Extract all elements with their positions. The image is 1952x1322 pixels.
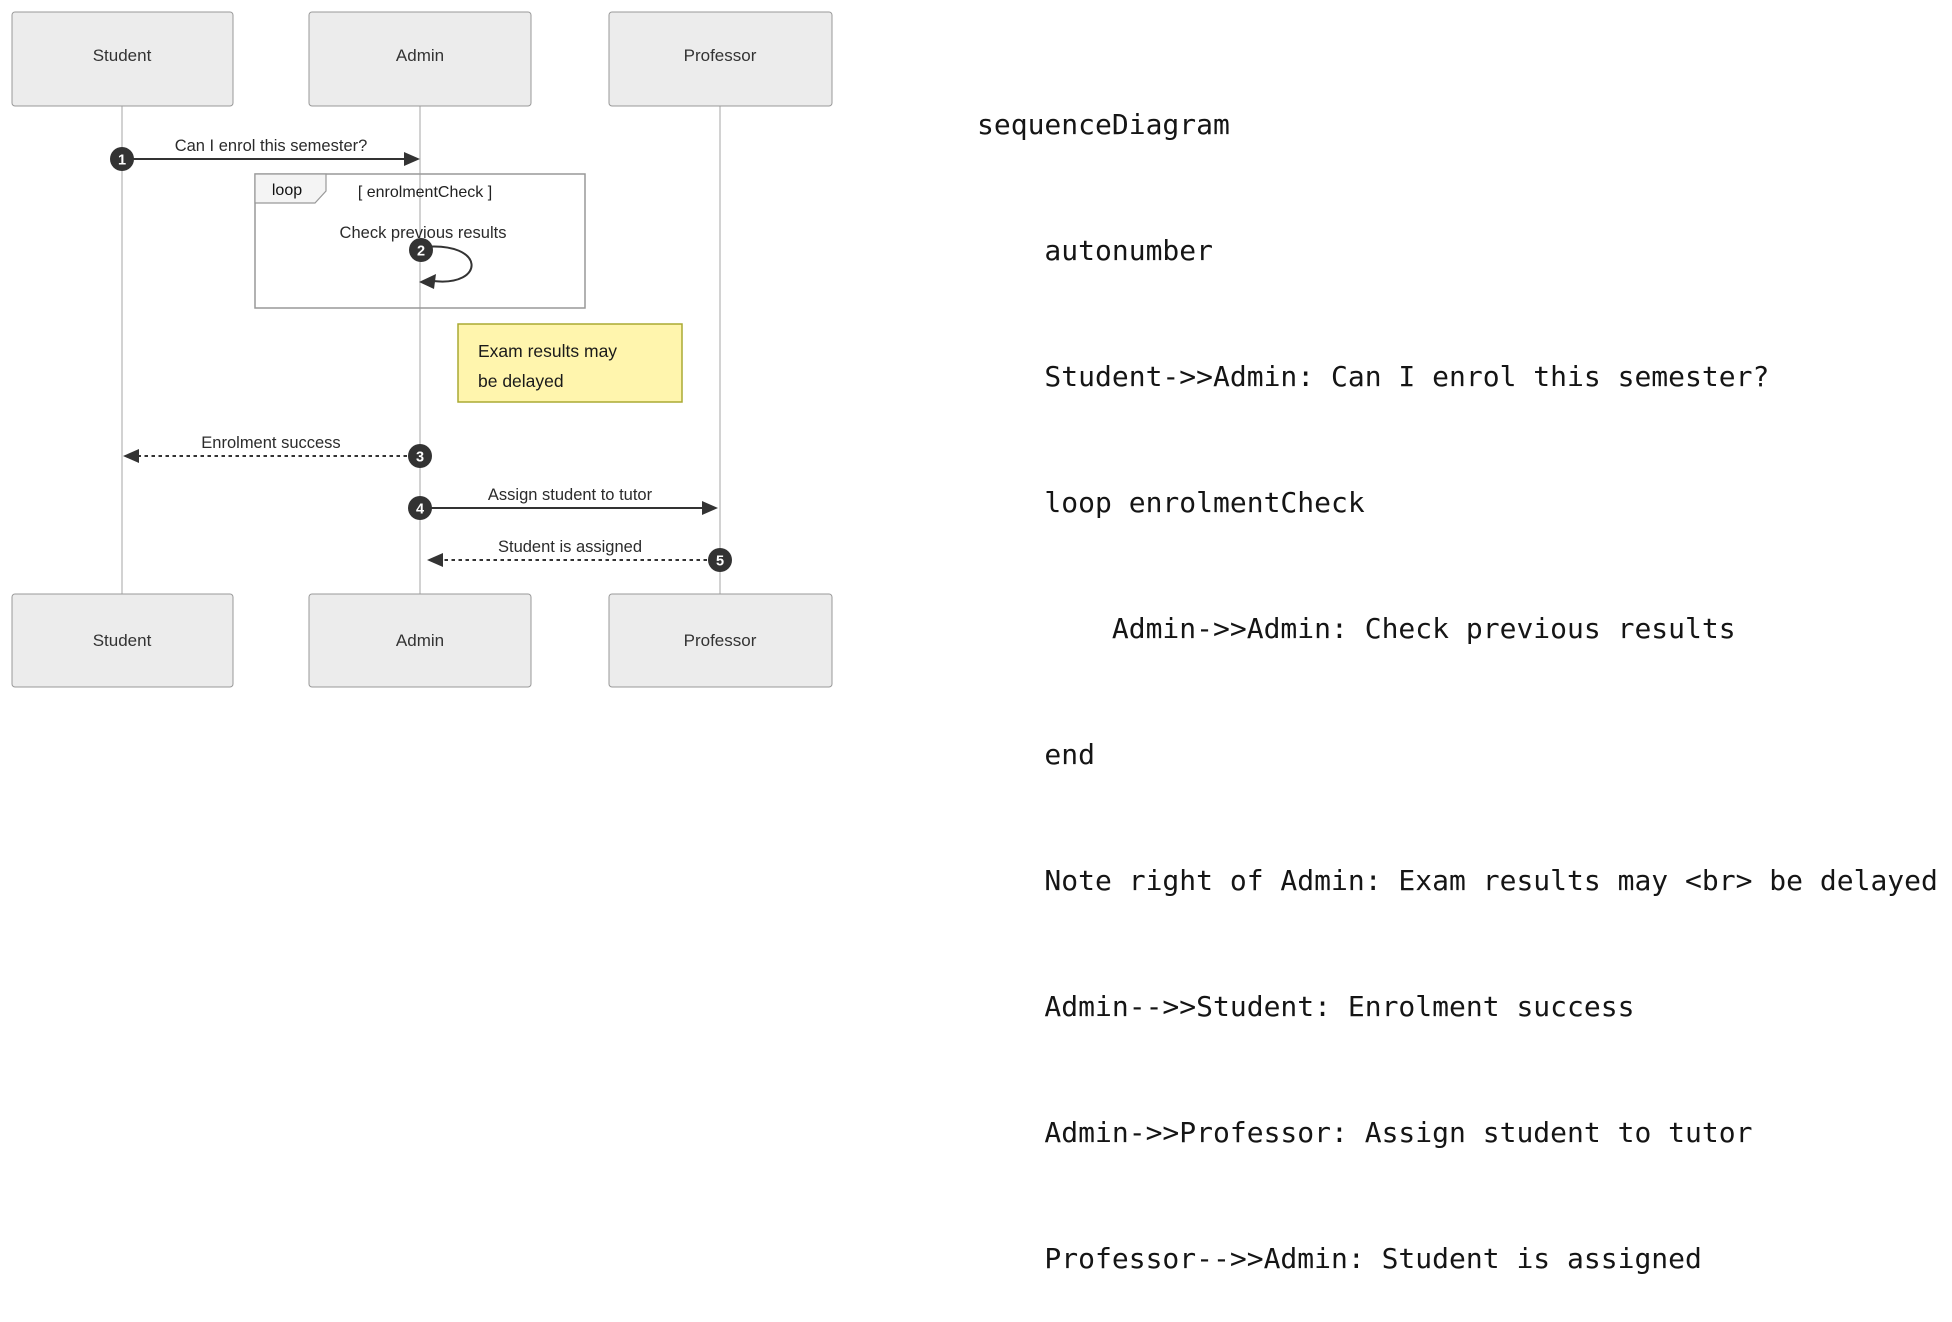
code-line: Admin->>Professor: Assign student to tut… (977, 1116, 1753, 1149)
note: Exam results may be delayed (457, 323, 683, 403)
code-line: Student->>Admin: Can I enrol this semest… (977, 360, 1770, 393)
actor-admin-bottom: Admin (308, 593, 532, 688)
arrowhead-icon (404, 152, 420, 166)
arrowhead-icon (419, 274, 436, 289)
badge-circle (409, 238, 433, 262)
sequence-diagram: Student Admin Professor Can I enrol this… (11, 11, 833, 688)
autonumber-badge-5: 5 (708, 548, 732, 572)
code-line: Professor-->>Admin: Student is assigned (977, 1242, 1702, 1275)
badge-circle (408, 444, 432, 468)
autonumber-badge-3: 3 (408, 444, 432, 468)
loop-frame (254, 173, 586, 309)
code-line: sequenceDiagram (977, 108, 1230, 141)
actor-student-top: Student (11, 11, 234, 107)
actor-label: Professor (684, 631, 757, 650)
autonumber-badge-1: 1 (110, 147, 134, 171)
actor-label: Admin (396, 46, 444, 65)
arrowhead-icon (427, 553, 443, 567)
message-1: Can I enrol this semester? 1 (110, 137, 420, 171)
actor-label: Admin (396, 631, 444, 650)
note-box (457, 323, 683, 403)
autonumber-badge-2: 2 (409, 238, 433, 262)
autonumber-badge-4: 4 (408, 496, 432, 520)
actor-label: Professor (684, 46, 757, 65)
actor-box (608, 11, 833, 107)
message-3: Enrolment success 3 (123, 434, 432, 468)
actor-label: Student (93, 46, 152, 65)
loop-label: loop (272, 182, 302, 199)
actor-box (11, 593, 234, 688)
note-text-line2: be delayed (478, 371, 564, 391)
message-label: Assign student to tutor (488, 486, 653, 504)
badge-circle (110, 147, 134, 171)
code-line: end (977, 738, 1096, 771)
badge-number: 2 (417, 244, 425, 260)
arrowhead-icon (702, 501, 718, 515)
badge-number: 5 (716, 554, 724, 570)
code-line: Admin->>Admin: Check previous results (977, 612, 1736, 645)
code-line: Admin-->>Student: Enrolment success (977, 990, 1635, 1023)
loop-fragment: loop [ enrolmentCheck ] Check previous r… (254, 173, 586, 309)
note-text-line1: Exam results may (478, 341, 617, 361)
code-line: loop enrolmentCheck (977, 486, 1365, 519)
actor-box (11, 11, 234, 107)
message-4: Assign student to tutor 4 (408, 486, 718, 520)
message-label: Enrolment success (201, 434, 340, 452)
badge-number: 1 (118, 153, 126, 169)
actor-professor-top: Professor (608, 11, 833, 107)
message-label: Can I enrol this semester? (175, 137, 368, 155)
mermaid-code: sequenceDiagram autonumber Student->>Adm… (977, 20, 1938, 1322)
message-2: Check previous results 2 (340, 224, 507, 289)
code-line: Note right of Admin: Exam results may <b… (977, 864, 1938, 897)
message-label: Student is assigned (498, 538, 642, 556)
code-line: autonumber (977, 234, 1214, 267)
self-loop-line (422, 245, 473, 283)
actor-label: Student (93, 631, 152, 650)
badge-circle (408, 496, 432, 520)
badge-number: 4 (416, 502, 424, 518)
actor-student-bottom: Student (11, 593, 234, 688)
actor-box (308, 11, 532, 107)
message-5: Student is assigned 5 (427, 538, 732, 572)
arrowhead-icon (123, 449, 139, 463)
badge-circle (708, 548, 732, 572)
badge-number: 3 (416, 450, 424, 466)
actor-box (608, 593, 833, 688)
loop-condition: [ enrolmentCheck ] (358, 184, 492, 201)
actor-admin-top: Admin (308, 11, 532, 107)
actor-box (308, 593, 532, 688)
actor-professor-bottom: Professor (608, 593, 833, 688)
loop-label-tab (254, 173, 327, 204)
message-label: Check previous results (340, 224, 507, 242)
